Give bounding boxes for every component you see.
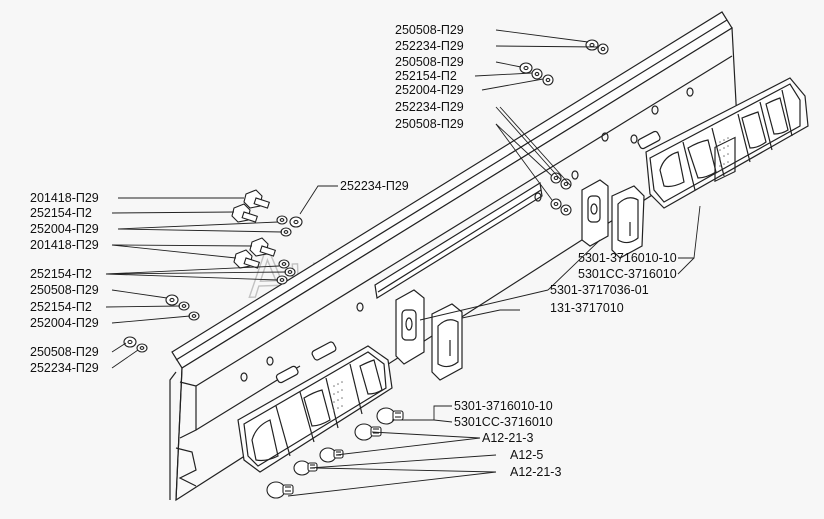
label-201418-p29-a: 201418-П29 bbox=[30, 191, 99, 205]
label-a12-21-3-b: А12-21-3 bbox=[510, 465, 561, 479]
label-250508-p29-d: 250508-П29 bbox=[30, 283, 99, 297]
fasteners bbox=[123, 39, 609, 353]
right-tail-lamp bbox=[637, 77, 809, 209]
label-5301-3716010-10-b: 5301-3716010-10 bbox=[454, 399, 553, 413]
label-a12-21-3-a: А12-21-3 bbox=[482, 431, 533, 445]
label-5301cc-3716010-b: 5301СС-3716010 bbox=[454, 415, 553, 429]
callout-labels: 250508-П29 252234-П29 250508-П29 252154-… bbox=[30, 23, 677, 479]
label-252154-p2-a: 252154-П2 bbox=[395, 69, 457, 83]
bulbs bbox=[266, 407, 404, 499]
plate-lamp-lower bbox=[395, 289, 463, 381]
label-252234-p29-b: 252234-П29 bbox=[395, 100, 464, 114]
label-250508-p29-a: 250508-П29 bbox=[395, 23, 464, 37]
bulb-5 bbox=[266, 481, 294, 499]
label-5301cc-3716010-a: 5301СС-3716010 bbox=[578, 267, 677, 281]
bulb-1 bbox=[376, 407, 404, 425]
label-252154-p2-b: 252154-П2 bbox=[30, 206, 92, 220]
label-131-3717010: 131-3717010 bbox=[550, 301, 624, 315]
left-tail-lamp bbox=[237, 341, 393, 473]
label-250508-p29-c: 250508-П29 bbox=[395, 117, 464, 131]
label-5301-3717036-01: 5301-3717036-01 bbox=[550, 283, 649, 297]
label-250508-p29-e: 250508-П29 bbox=[30, 345, 99, 359]
bulb-3 bbox=[319, 447, 344, 463]
label-252154-p2-c: 252154-П2 bbox=[30, 267, 92, 281]
plate-lamp-upper bbox=[581, 179, 645, 259]
label-250508-p29-b: 250508-П29 bbox=[395, 55, 464, 69]
label-252234-p29-c: 252234-П29 bbox=[340, 179, 409, 193]
label-252234-p29-a: 252234-П29 bbox=[395, 39, 464, 53]
label-252004-p29-b: 252004-П29 bbox=[30, 222, 99, 236]
label-5301-3716010-10-a: 5301-3716010-10 bbox=[578, 251, 677, 265]
label-252004-p29-a: 252004-П29 bbox=[395, 83, 464, 97]
label-252234-p29-d: 252234-П29 bbox=[30, 361, 99, 375]
leader-lines bbox=[105, 29, 701, 497]
label-252004-p29-c: 252004-П29 bbox=[30, 316, 99, 330]
label-252154-p2-d: 252154-П2 bbox=[30, 300, 92, 314]
label-a12-5: А12-5 bbox=[510, 448, 543, 462]
label-201418-p29-b: 201418-П29 bbox=[30, 238, 99, 252]
